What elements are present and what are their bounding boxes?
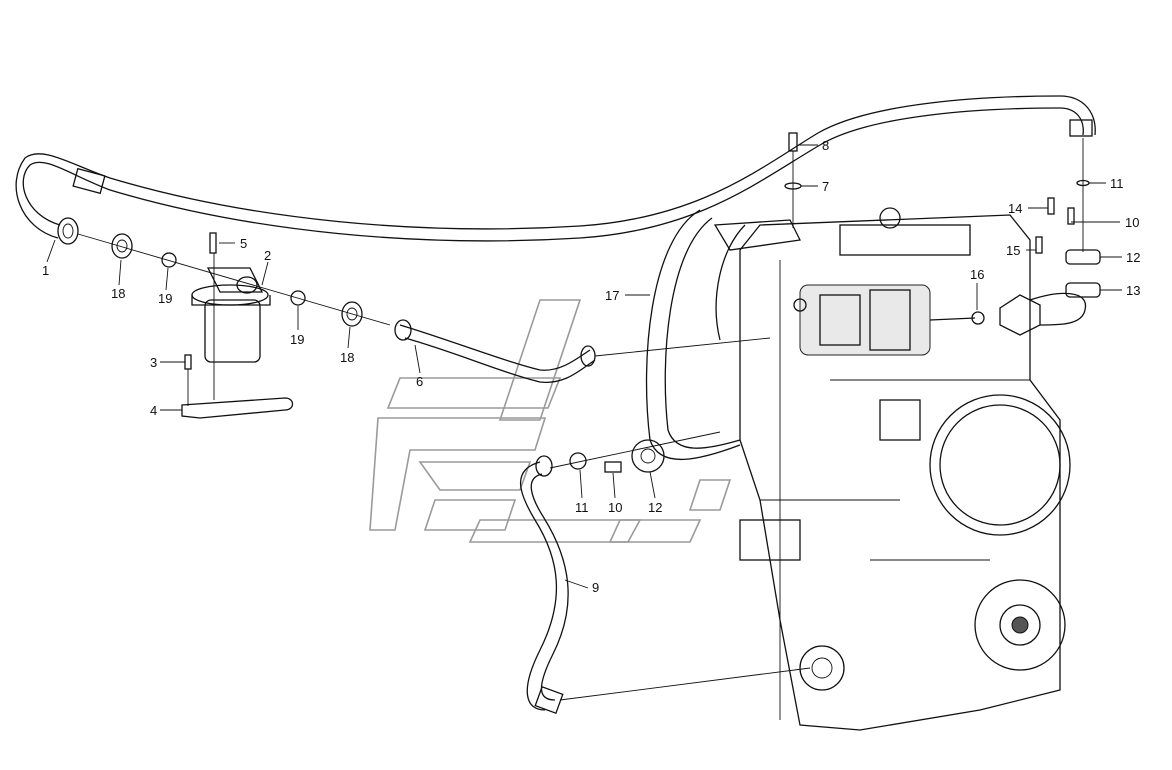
callout-15: 15 (1006, 243, 1020, 258)
callout-18-right: 18 (340, 350, 354, 365)
pump (793, 284, 976, 356)
callout-3: 3 (150, 355, 157, 370)
callout-14: 14 (1008, 201, 1022, 216)
upper-hose (15, 95, 1096, 242)
top-fasteners (713, 132, 802, 251)
callout-6: 6 (416, 374, 423, 389)
hose-9-fittings (569, 439, 665, 473)
callout-1: 1 (42, 263, 49, 278)
left-fittings (57, 217, 391, 327)
callout-17: 17 (605, 288, 619, 303)
callout-7: 7 (822, 179, 829, 194)
callout-11-right: 11 (1110, 176, 1124, 191)
callout-8: 8 (822, 138, 829, 153)
callout-labels: 1 2 3 4 5 6 7 8 9 10 10 11 11 12 12 13 1… (42, 138, 1140, 595)
hose-9 (519, 431, 811, 714)
hose-6 (394, 319, 771, 384)
filter-assembly (181, 232, 294, 419)
callout-18-left: 18 (111, 286, 125, 301)
callout-13: 13 (1126, 283, 1140, 298)
callout-11-left: 11 (575, 500, 589, 515)
callout-2: 2 (264, 248, 271, 263)
right-fittings (971, 138, 1101, 336)
callout-16: 16 (970, 267, 984, 282)
callout-5: 5 (240, 236, 247, 251)
watermark-logo (369, 299, 732, 543)
callout-19-left: 19 (158, 291, 172, 306)
callout-19-right: 19 (290, 332, 304, 347)
callout-10-right: 10 (1125, 215, 1139, 230)
leader-lines (46, 144, 1122, 589)
callout-10-left: 10 (608, 500, 622, 515)
callout-12-right: 12 (1126, 250, 1140, 265)
transmission-body (739, 207, 1071, 731)
callout-4: 4 (150, 403, 157, 418)
housing-ring (645, 209, 746, 461)
callout-12-left: 12 (648, 500, 662, 515)
callout-9: 9 (592, 580, 599, 595)
